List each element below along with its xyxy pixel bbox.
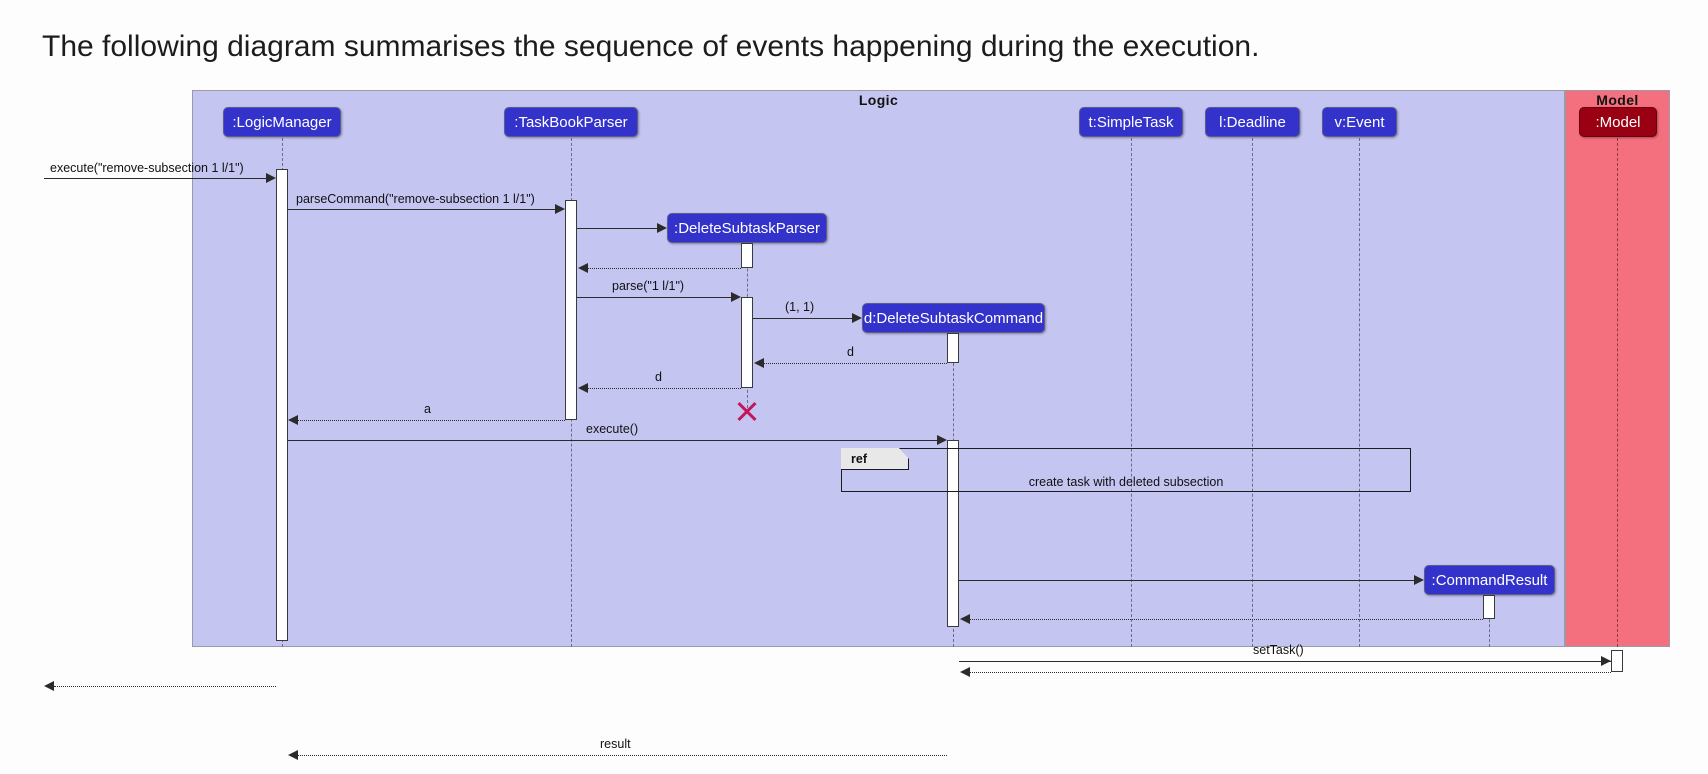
message-line-m12 xyxy=(970,672,1611,673)
participant-simpletask-label: t:SimpleTask xyxy=(1088,113,1174,131)
message-arrow-m15 xyxy=(288,750,298,760)
message-arrow-m13 xyxy=(1414,575,1424,585)
message-line-m8 xyxy=(588,388,741,389)
participant-deletesubtaskcommand-label: d:DeleteSubtaskCommand xyxy=(863,309,1044,327)
participant-taskbookparser[interactable]: :TaskBookParser xyxy=(504,107,638,137)
message-arrow-m8 xyxy=(578,383,588,393)
ref-fragment-tag: ref xyxy=(841,448,909,470)
participant-deletesubtaskparser[interactable]: :DeleteSubtaskParser xyxy=(667,213,827,243)
message-arrow-m10 xyxy=(937,435,947,445)
message-line-m1 xyxy=(44,178,266,179)
message-line-m3 xyxy=(577,228,657,229)
activation-model xyxy=(1611,650,1623,672)
message-line-m10 xyxy=(288,440,937,441)
sequence-diagram: Logic Model :LogicManager :TaskBookParse… xyxy=(0,90,1708,760)
lifeline-simpletask xyxy=(1131,138,1132,647)
message-line-m13 xyxy=(959,580,1414,581)
message-arrow-m7 xyxy=(754,358,764,368)
lifeline-deadline xyxy=(1252,138,1253,647)
message-line-m4 xyxy=(588,268,741,269)
activation-deletesubtaskparser-b xyxy=(741,297,753,388)
message-arrow-m16 xyxy=(44,681,54,691)
participant-event[interactable]: v:Event xyxy=(1322,107,1397,137)
message-arrow-m5 xyxy=(731,292,741,302)
participant-deletesubtaskparser-label: :DeleteSubtaskParser xyxy=(674,219,820,237)
ref-fragment-frame xyxy=(841,448,1411,492)
ref-fragment-tag-label: ref xyxy=(851,451,867,466)
participant-deadline-label: l:Deadline xyxy=(1219,113,1286,131)
message-label-m7: d xyxy=(847,345,854,359)
message-line-m15 xyxy=(298,755,947,756)
message-label-m5: parse("1 l/1") xyxy=(612,279,685,293)
participant-deletesubtaskcommand[interactable]: d:DeleteSubtaskCommand xyxy=(862,303,1045,333)
participant-commandresult[interactable]: :CommandResult xyxy=(1424,565,1555,595)
activation-deletesubtaskcommand-b xyxy=(947,440,959,627)
message-label-m1: execute("remove-subsection 1 l/1") xyxy=(50,161,244,175)
activation-logicmanager xyxy=(276,169,288,641)
destroy-marker-deletesubtaskparser xyxy=(735,400,757,422)
activation-taskbookparser xyxy=(565,200,577,420)
activation-commandresult xyxy=(1483,595,1495,619)
participant-commandresult-label: :CommandResult xyxy=(1431,571,1548,589)
page-intro-text: The following diagram summarises the seq… xyxy=(42,30,1260,63)
message-line-m2 xyxy=(288,209,555,210)
message-arrow-m4 xyxy=(578,263,588,273)
message-line-m9 xyxy=(298,420,565,421)
participant-simpletask[interactable]: t:SimpleTask xyxy=(1079,107,1183,137)
message-label-m8: d xyxy=(655,370,662,384)
activation-deletesubtaskcommand-a xyxy=(947,333,959,363)
message-label-m9: a xyxy=(424,402,431,416)
lifeline-event xyxy=(1359,138,1360,647)
message-line-m5 xyxy=(577,297,731,298)
message-line-m7 xyxy=(764,363,947,364)
message-arrow-m3 xyxy=(657,223,667,233)
participant-model-label: :Model xyxy=(1595,113,1641,131)
message-line-m11 xyxy=(959,661,1611,662)
message-arrow-m11 xyxy=(1601,656,1611,666)
message-label-m6: (1, 1) xyxy=(785,300,815,314)
message-arrow-m9 xyxy=(288,415,298,425)
message-line-m16 xyxy=(54,686,276,687)
message-arrow-m6 xyxy=(852,313,862,323)
ref-fragment-body: create task with deleted subsection xyxy=(1028,475,1224,489)
message-arrow-m2 xyxy=(555,204,565,214)
message-label-m2: parseCommand("remove-subsection 1 l/1") xyxy=(296,192,535,206)
participant-model[interactable]: :Model xyxy=(1579,107,1657,137)
participant-taskbookparser-label: :TaskBookParser xyxy=(514,113,628,131)
message-label-m11: setTask() xyxy=(1253,643,1304,657)
lifeline-model xyxy=(1617,138,1618,647)
participant-logicmanager-label: :LogicManager xyxy=(232,113,332,131)
message-label-m15: result xyxy=(600,737,631,751)
message-arrow-m14 xyxy=(960,614,970,624)
participant-event-label: v:Event xyxy=(1334,113,1385,131)
message-arrow-m1 xyxy=(266,173,276,183)
partition-model-label: Model xyxy=(1596,92,1639,108)
message-arrow-m12 xyxy=(960,667,970,677)
participant-logicmanager[interactable]: :LogicManager xyxy=(223,107,341,137)
partition-logic: Logic xyxy=(192,90,1565,647)
participant-deadline[interactable]: l:Deadline xyxy=(1205,107,1300,137)
partition-logic-label: Logic xyxy=(858,92,899,108)
activation-deletesubtaskparser-a xyxy=(741,243,753,268)
message-label-m10: execute() xyxy=(586,422,639,436)
message-line-m6 xyxy=(753,318,852,319)
message-line-m14 xyxy=(970,619,1483,620)
